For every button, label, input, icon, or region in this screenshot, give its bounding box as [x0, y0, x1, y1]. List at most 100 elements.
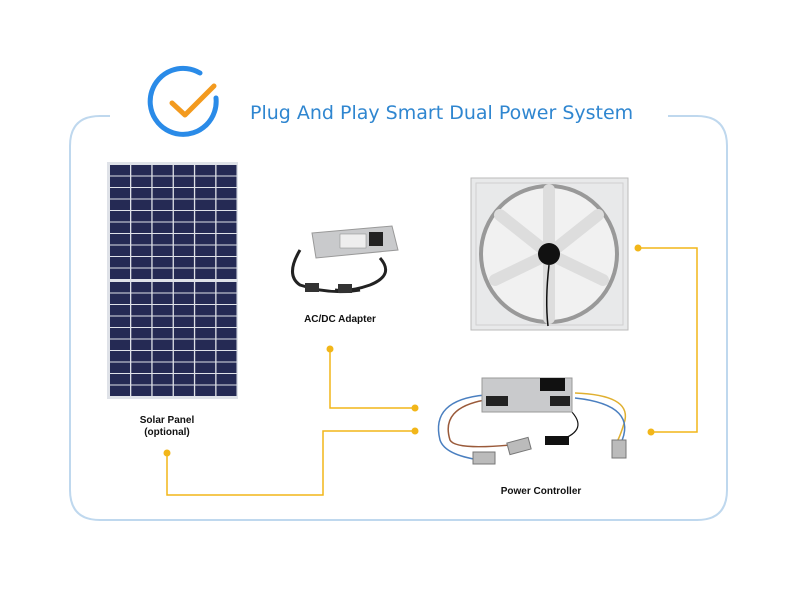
solar-cell — [131, 339, 152, 350]
solar-cell — [152, 257, 173, 268]
solar-cell — [195, 385, 216, 396]
solar-cell — [195, 268, 216, 279]
solar-cell — [152, 328, 173, 339]
solar-cell — [195, 245, 216, 256]
solar-cell — [173, 188, 194, 199]
solar-cell — [110, 268, 130, 279]
solar-cell — [110, 362, 130, 373]
solar-cell — [131, 211, 152, 222]
solar-cell — [110, 351, 130, 362]
solar-cell — [110, 282, 130, 293]
solar-cell — [110, 234, 130, 245]
solar-cell — [195, 293, 216, 304]
solar-cell — [195, 351, 216, 362]
solar-cell — [173, 316, 194, 327]
solar-cell — [152, 211, 173, 222]
solar-cell — [152, 374, 173, 385]
solar-cell — [216, 385, 237, 396]
ac-dc-adapter-image — [291, 225, 399, 294]
solar-cell — [131, 176, 152, 187]
solar-cell — [173, 282, 194, 293]
controller-label: Power Controller — [500, 486, 582, 497]
solar-cell — [131, 374, 152, 385]
solar-cell — [152, 268, 173, 279]
solar-cell — [195, 176, 216, 187]
solar-cell — [110, 328, 130, 339]
solar-cell — [216, 165, 237, 176]
solar-cell — [110, 374, 130, 385]
solar-cell — [216, 211, 237, 222]
solar-cell — [131, 234, 152, 245]
solar-cell — [195, 305, 216, 316]
solar-cell — [195, 282, 216, 293]
fan-image — [470, 177, 629, 331]
solar-cell — [110, 316, 130, 327]
solar-cell — [195, 339, 216, 350]
solar-cell — [173, 234, 194, 245]
solar-cell — [152, 165, 173, 176]
solar-cell — [131, 316, 152, 327]
solar-cell — [152, 351, 173, 362]
solar-cell — [173, 293, 194, 304]
solar-cell — [195, 211, 216, 222]
solar-cell — [216, 199, 237, 210]
solar-cell — [110, 257, 130, 268]
solar-cell — [173, 222, 194, 233]
solar-cell — [216, 188, 237, 199]
solar-cell — [152, 385, 173, 396]
solar-cell — [173, 305, 194, 316]
solar-cell — [131, 257, 152, 268]
solar-cell — [216, 305, 237, 316]
solar-cell — [152, 234, 173, 245]
frame-border — [69, 115, 728, 521]
solar-cell — [131, 351, 152, 362]
solar-cell — [110, 293, 130, 304]
solar-cell — [216, 316, 237, 327]
solar-cell — [173, 374, 194, 385]
solar-cell — [173, 176, 194, 187]
solar-cell — [110, 305, 130, 316]
solar-panel-label: Solar Panel (optional) — [140, 415, 194, 439]
solar-cell — [216, 362, 237, 373]
connector-dots — [163, 244, 655, 457]
solar-cell — [110, 222, 130, 233]
solar-cell — [173, 245, 194, 256]
solar-cell — [131, 188, 152, 199]
solar-cell — [216, 293, 237, 304]
solar-panel-sublabel: (optional) — [144, 427, 190, 438]
connector-lines — [166, 247, 698, 496]
solar-cell — [195, 234, 216, 245]
solar-cell — [131, 328, 152, 339]
solar-cell — [152, 362, 173, 373]
solar-cell — [195, 316, 216, 327]
solar-cell — [131, 293, 152, 304]
solar-cell — [110, 176, 130, 187]
solar-cell — [173, 351, 194, 362]
solar-cell — [195, 328, 216, 339]
adapter-label: AC/DC Adapter — [304, 314, 376, 325]
solar-cell — [152, 282, 173, 293]
solar-cell — [195, 188, 216, 199]
solar-cell — [152, 316, 173, 327]
solar-cell — [173, 268, 194, 279]
check-circle-icon — [147, 65, 219, 137]
solar-cell — [152, 199, 173, 210]
page-title: Plug And Play Smart Dual Power System — [250, 102, 634, 124]
solar-cell — [216, 282, 237, 293]
solar-cell — [152, 293, 173, 304]
solar-cell — [152, 339, 173, 350]
solar-cell — [131, 222, 152, 233]
solar-cell — [131, 268, 152, 279]
solar-panel-title: Solar Panel — [139, 415, 195, 426]
solar-cell — [152, 245, 173, 256]
solar-cell — [216, 234, 237, 245]
power-controller-image — [437, 377, 627, 465]
solar-cell — [110, 188, 130, 199]
solar-cell — [216, 328, 237, 339]
solar-cell — [216, 245, 237, 256]
solar-cell — [195, 199, 216, 210]
solar-cell — [195, 362, 216, 373]
solar-cell — [110, 245, 130, 256]
solar-cell — [216, 222, 237, 233]
